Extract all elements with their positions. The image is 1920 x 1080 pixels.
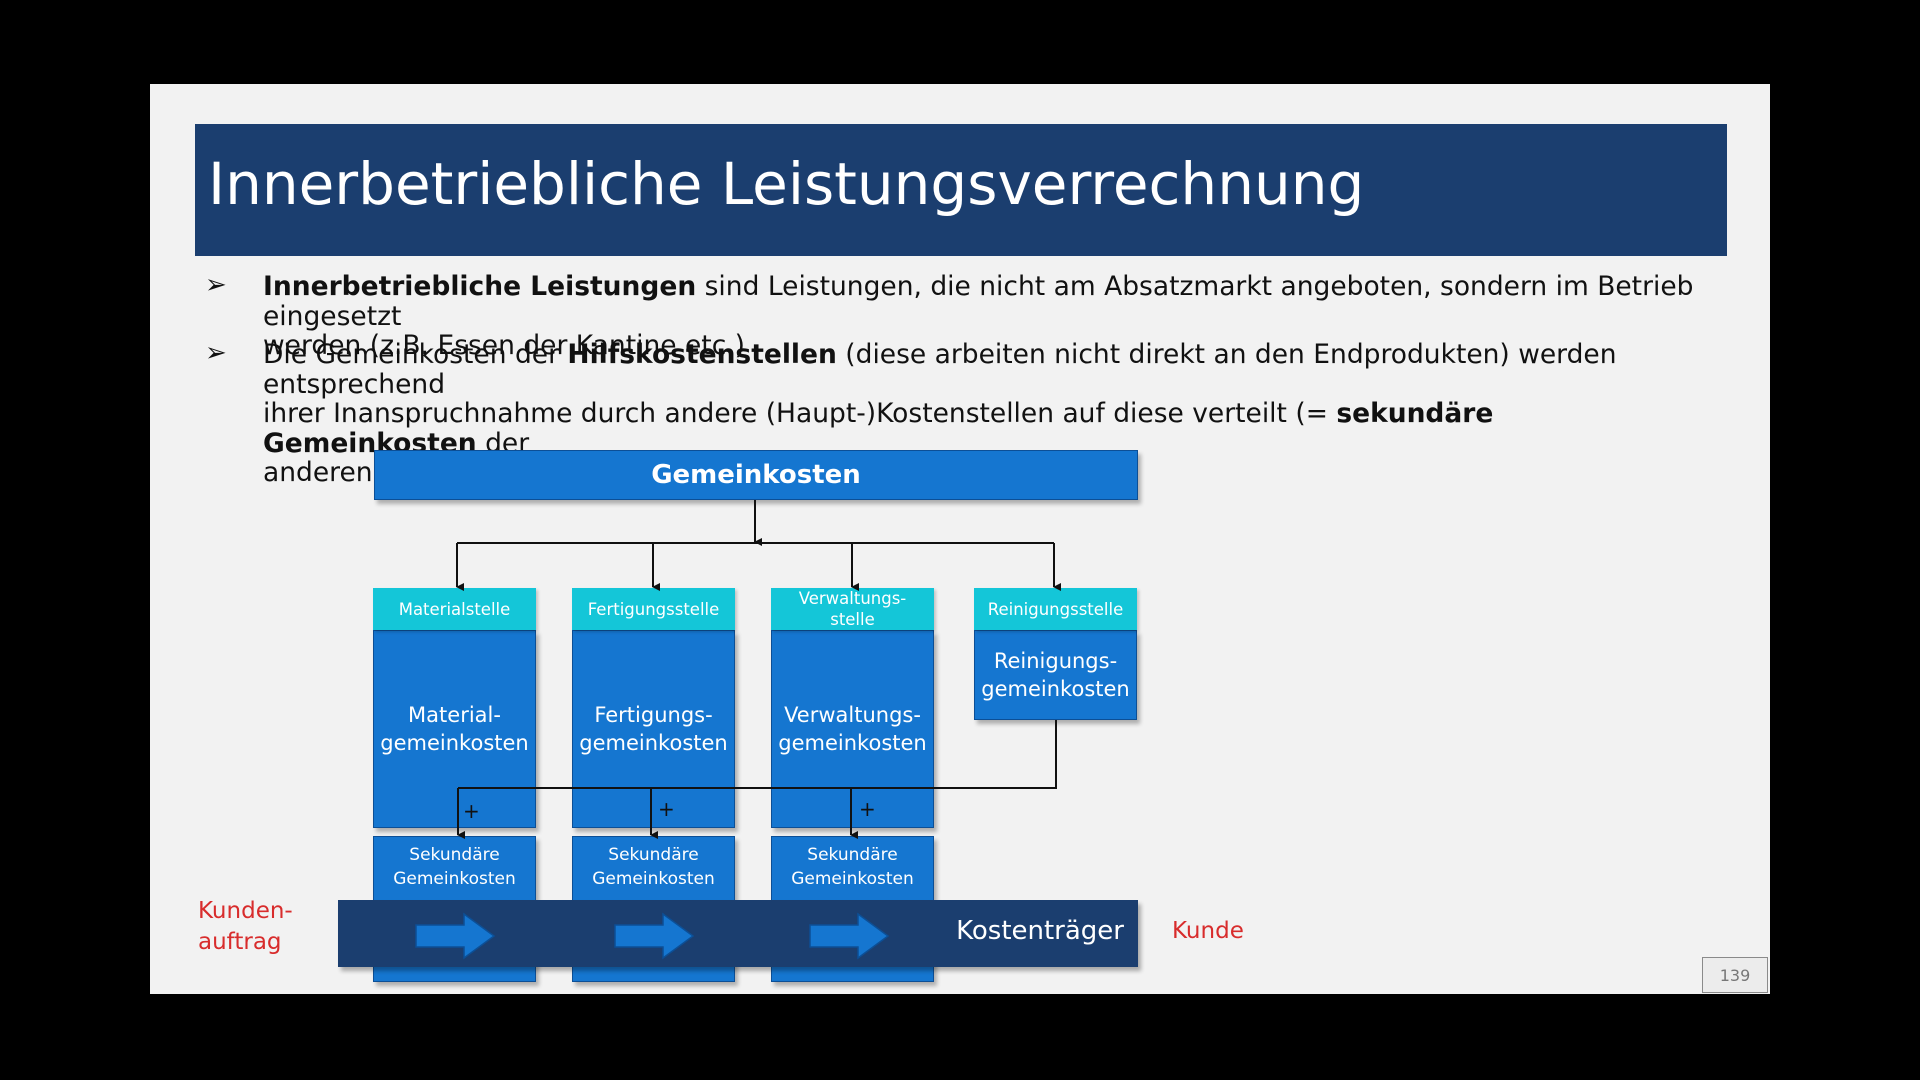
bullet-2-line2a: ihrer Inanspruchnahme durch andere (Haup…: [263, 398, 1337, 429]
title-bar: Innerbetriebliche Leistungsverrechnung: [195, 124, 1727, 256]
bullet-1-line2: werden (z.B. Essen der Kantine etc.): [263, 330, 746, 361]
fertigungsgemeinkosten-box: Fertigungs-gemeinkosten: [572, 630, 735, 828]
plus-sign-fertigung: +: [658, 797, 675, 821]
bullet-1-rest: sind Leistungen, die nicht am Absatzmark…: [263, 271, 1694, 332]
bullet-arrow-icon: ➢: [205, 270, 227, 300]
materialstelle-header: Materialstelle: [373, 588, 536, 630]
fertigungsgemeinkosten-label: Fertigungs-gemeinkosten: [579, 703, 728, 755]
gemeinkosten-label: Gemeinkosten: [651, 460, 861, 490]
kostentraeger-label: Kostenträger: [956, 916, 1124, 946]
page-number: 139: [1702, 957, 1768, 993]
redistribution-line: [458, 720, 1057, 789]
fertigungsstelle-label: Fertigungsstelle: [587, 599, 720, 619]
plus-sign-verwaltung: +: [859, 797, 876, 821]
slide-title: Innerbetriebliche Leistungsverrechnung: [208, 150, 1365, 218]
materialstelle-label: Materialstelle: [398, 599, 511, 619]
kunde-label: Kunde: [1172, 918, 1244, 944]
bullet-1: ➢ Innerbetriebliche Leistungen sind Leis…: [205, 270, 1705, 361]
materialgemeinkosten-label: Material-gemeinkosten: [380, 703, 529, 755]
verwaltungsgemeinkosten-label: Verwaltungs-gemeinkosten: [778, 703, 927, 755]
kostentraeger-band: Kostenträger: [338, 900, 1138, 967]
verwaltungsgemeinkosten-box: Verwaltungs-gemeinkosten: [771, 630, 934, 828]
verwaltungsstelle-header: Verwaltungs-stelle: [771, 588, 934, 630]
bullet-2-bold1: Hilfskostenstellen: [567, 339, 837, 370]
bullet-2-part2: (diese arbeiten nicht direkt an den Endp…: [263, 339, 1617, 400]
reinigungsstelle-header: Reinigungsstelle: [974, 588, 1137, 630]
fertigungsstelle-header: Fertigungsstelle: [572, 588, 735, 630]
verwaltungsstelle-label: Verwaltungs-stelle: [798, 589, 907, 629]
plus-sign-material: +: [463, 799, 480, 823]
kundenauftrag-label: Kunden-auftrag: [198, 898, 293, 955]
bullet-1-bold: Innerbetriebliche Leistungen: [263, 271, 697, 302]
bullet-arrow-icon: ➢: [205, 338, 227, 368]
reinigungsgemeinkosten-box: Reinigungs-gemeinkosten: [974, 630, 1137, 720]
materialgemeinkosten-box: Material-gemeinkosten: [373, 630, 536, 828]
bullet-1-text: Innerbetriebliche Leistungen sind Leistu…: [263, 272, 1705, 361]
bullet-2-part1: Die Gemeinkosten der: [263, 339, 568, 370]
gemeinkosten-box: Gemeinkosten: [374, 450, 1138, 500]
reinigungsgemeinkosten-label: Reinigungs-gemeinkosten: [981, 649, 1130, 701]
reinigungsstelle-label: Reinigungsstelle: [987, 599, 1124, 619]
